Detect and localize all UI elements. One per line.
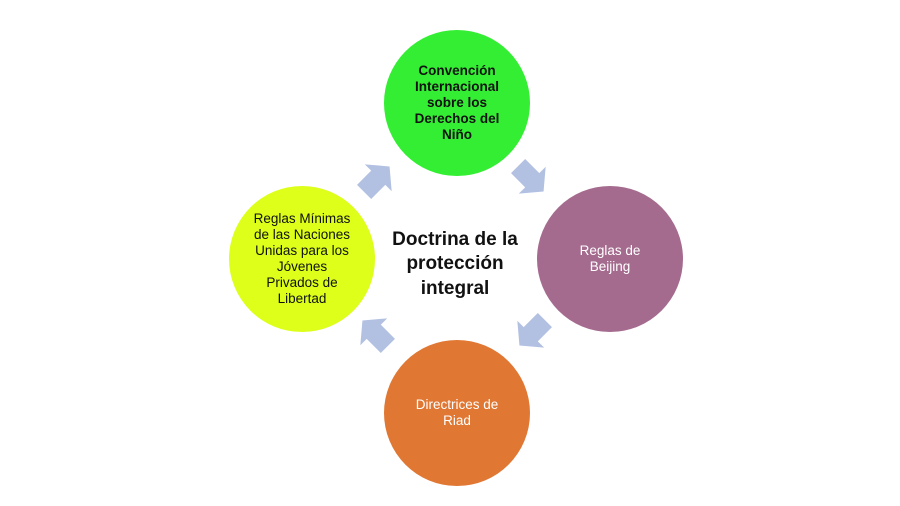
node-reglas-beijing-label: Reglas de Beijing	[579, 243, 641, 274]
node-reglas-minimas: Reglas Mínimas de las Naciones Unidas pa…	[229, 186, 375, 332]
node-directrices-riad: Directrices de Riad	[384, 340, 530, 486]
arrow-left-to-top	[357, 164, 392, 199]
node-convencion: Convención Internacional sobre los Derec…	[384, 30, 530, 176]
node-reglas-beijing: Reglas de Beijing	[537, 186, 683, 332]
arrow-right-to-bottom	[517, 313, 552, 348]
arrow-top-to-right	[511, 159, 546, 194]
arrow-bottom-to-left	[360, 318, 395, 353]
node-reglas-minimas-label: Reglas Mínimas de las Naciones Unidas pa…	[253, 211, 351, 306]
node-directrices-riad-label: Directrices de Riad	[415, 397, 499, 428]
node-convencion-label: Convención Internacional sobre los Derec…	[414, 63, 500, 142]
diagram-center-title: Doctrina de la protección integral	[392, 229, 518, 299]
